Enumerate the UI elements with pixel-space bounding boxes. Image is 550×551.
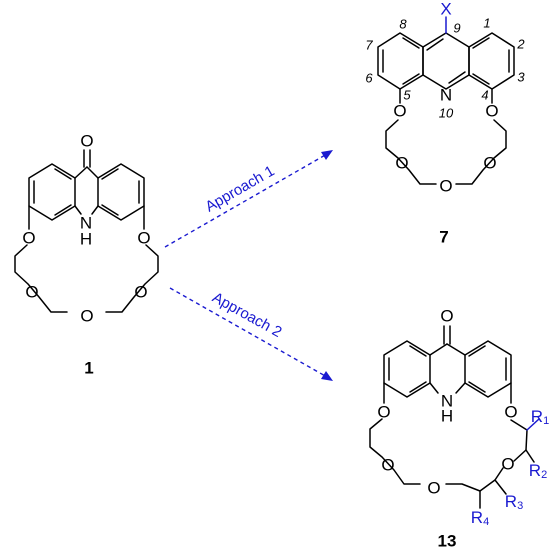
compound-7-n-atom: N xyxy=(440,86,452,105)
compound-1-h-atom: H xyxy=(80,230,92,249)
compound-7-structure xyxy=(377,16,515,185)
compound-1-o-lower-right: O xyxy=(134,283,147,302)
compound-7-o-bottom: O xyxy=(439,177,452,196)
compound-1-n-atom: N xyxy=(80,214,92,233)
position-3: 3 xyxy=(517,70,525,85)
compound-1-o-lower-left: O xyxy=(25,283,38,302)
position-4: 4 xyxy=(481,88,488,103)
substituent-r2: R2 xyxy=(529,461,547,482)
position-6: 6 xyxy=(365,71,373,86)
position-8: 8 xyxy=(399,17,407,32)
compound-13-n-atom: N xyxy=(441,392,453,411)
approach-1-arrow: Approach 1 xyxy=(164,150,333,248)
position-5: 5 xyxy=(403,88,411,103)
compound-1-o-left: O xyxy=(22,229,35,248)
compound-7-o-lower-right: O xyxy=(483,154,496,173)
compound-7-substituent-x: X xyxy=(440,0,451,19)
compound-1-carbonyl-o: O xyxy=(80,132,93,151)
compound-13-o-lower-left: O xyxy=(381,456,394,475)
position-9: 9 xyxy=(453,21,460,36)
compound-13-o-right: O xyxy=(504,403,517,422)
compound-7-labels: X N O O O O O 1 2 3 4 5 6 7 8 9 10 7 xyxy=(365,0,525,247)
substituent-r1: R1 xyxy=(531,407,549,428)
position-2: 2 xyxy=(516,37,525,52)
compound-7-o-left: O xyxy=(393,102,406,121)
compound-13-id: 13 xyxy=(438,532,457,551)
compound-1-id: 1 xyxy=(84,359,93,378)
approach-1-label: Approach 1 xyxy=(203,162,278,215)
approach-2-arrow: Approach 2 xyxy=(169,287,333,381)
compound-7-o-right: O xyxy=(485,102,498,121)
compound-13-o-bottom: O xyxy=(427,479,440,498)
position-10: 10 xyxy=(439,106,454,121)
compound-1-labels: O N H O O O O O 1 xyxy=(22,132,150,378)
position-7: 7 xyxy=(365,38,373,53)
compound-13-structure xyxy=(369,325,540,509)
compound-13-h-atom: H xyxy=(441,407,453,426)
compound-13-o-left: O xyxy=(377,403,390,422)
position-1: 1 xyxy=(483,16,490,31)
compound-7-id: 7 xyxy=(439,228,448,247)
substituent-r3: R3 xyxy=(505,492,523,513)
compound-1-o-bottom: O xyxy=(80,307,93,326)
compound-1-o-right: O xyxy=(137,229,150,248)
approach-2-label: Approach 2 xyxy=(209,289,284,341)
compound-7-o-lower-left: O xyxy=(395,154,408,173)
compound-13-o-lower-right: O xyxy=(501,455,514,474)
compound-1-structure xyxy=(14,149,159,313)
compound-13-carbonyl-o: O xyxy=(440,307,453,326)
substituent-r4: R4 xyxy=(471,508,489,529)
compound-13-labels: O N H O O O O O R1 R2 R3 R4 13 xyxy=(377,307,549,551)
